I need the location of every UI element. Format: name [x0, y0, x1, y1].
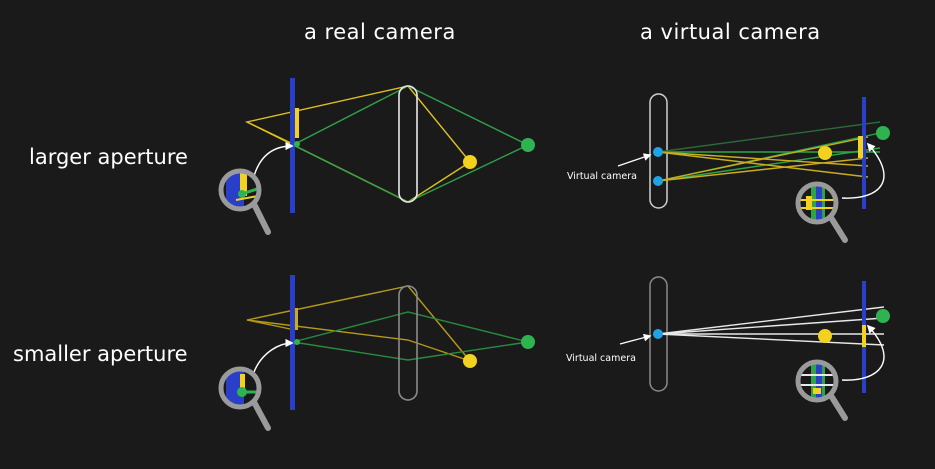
- virtual-smaller-diagram: Virtual camera: [566, 276, 890, 421]
- title-virtual-camera: a virtual camera: [640, 20, 821, 44]
- lens-icon: [398, 85, 418, 203]
- label-larger-aperture: larger aperture: [29, 145, 188, 169]
- sensor-blur-yellow: [295, 308, 298, 330]
- green-rays: [292, 311, 529, 361]
- lens-icon: [398, 285, 418, 401]
- sensor-green-point: [294, 141, 300, 147]
- object-green: [521, 138, 535, 152]
- object-yellow: [463, 354, 477, 368]
- sensor-green-point: [294, 339, 300, 345]
- virtual-camera-dot: [653, 176, 663, 186]
- object-green: [876, 309, 890, 323]
- magnifier-icon: [218, 366, 271, 431]
- magnifier-icon: [795, 359, 848, 421]
- virtual-larger-diagram: Virtual camera: [567, 93, 890, 243]
- virtual-camera-label: Virtual camera: [566, 353, 636, 364]
- object-yellow: [463, 155, 477, 169]
- magnifier-icon: [795, 181, 848, 243]
- object-green: [521, 335, 535, 349]
- sensor-blur-yellow: [858, 136, 863, 158]
- yellow-rays: [244, 85, 471, 203]
- virtual-camera-dot: [653, 147, 663, 157]
- sensor-blur-yellow: [295, 108, 299, 138]
- object-yellow: [818, 146, 832, 160]
- virtual-camera-label: Virtual camera: [567, 171, 637, 182]
- virtual-camera-dot: [653, 329, 663, 339]
- title-real-camera: a real camera: [304, 20, 456, 44]
- object-yellow: [818, 329, 832, 343]
- magnifier-icon: [218, 168, 271, 235]
- real-smaller-diagram: [218, 275, 535, 431]
- real-larger-diagram: [218, 78, 535, 235]
- sensor-blur-yellow: [862, 325, 866, 347]
- sensor-plane: [862, 97, 866, 209]
- yellow-rays: [246, 285, 471, 362]
- label-smaller-aperture: smaller aperture: [13, 342, 188, 366]
- object-green: [876, 126, 890, 140]
